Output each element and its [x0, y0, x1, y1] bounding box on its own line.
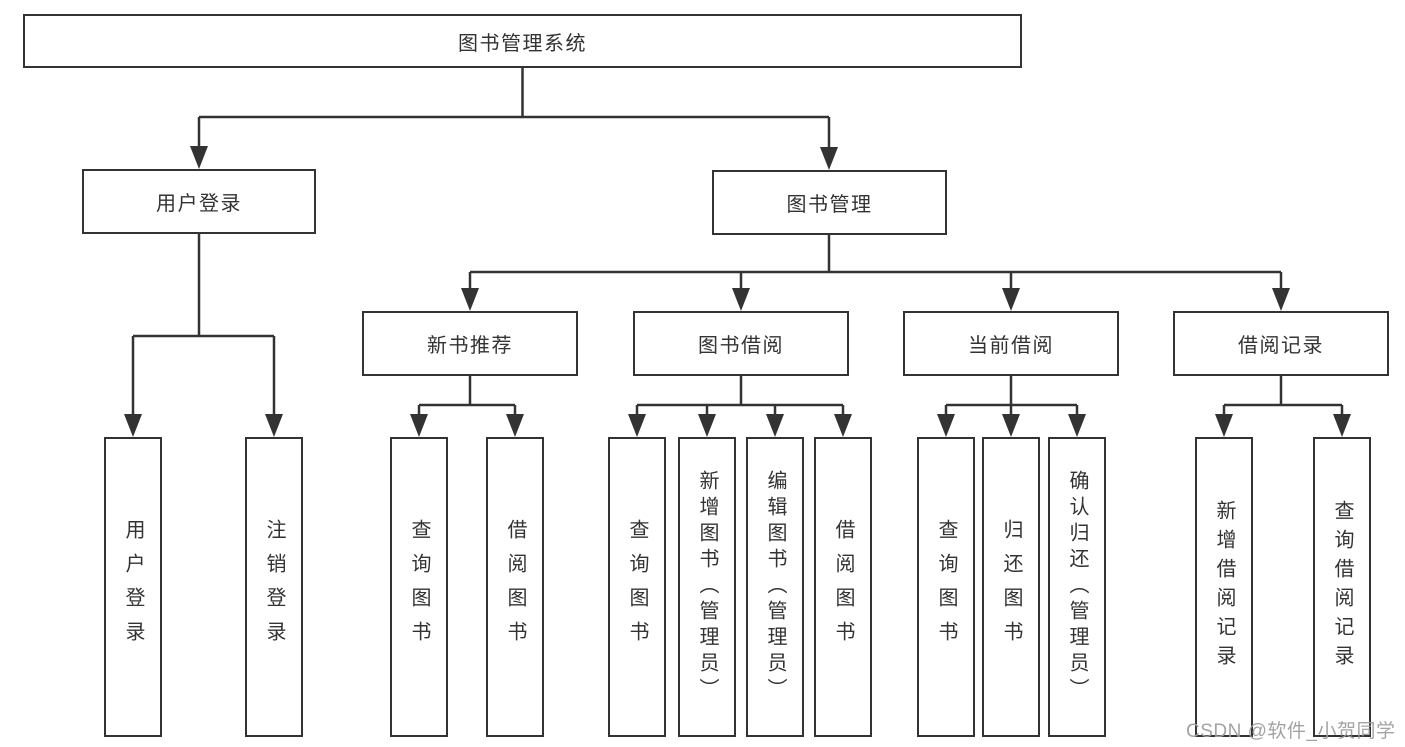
leaf-borrow-books-recommend: 借阅图书: [486, 437, 544, 737]
leaf-add-books-admin-label: 新增图书（管理员）: [696, 470, 718, 704]
leaf-return-books: 归还图书: [982, 437, 1040, 737]
leaf-borrow-books: 借阅图书: [814, 437, 872, 737]
leaf-borrow-books-label: 借阅图书: [832, 519, 854, 655]
node-book-borrow-label: 图书借阅: [698, 335, 784, 357]
node-book-borrow: 图书借阅: [633, 311, 849, 376]
leaf-query-borrow-record-label: 查询借阅记录: [1331, 500, 1353, 674]
leaf-query-books-borrow: 查询图书: [608, 437, 666, 737]
leaf-logout: 注销登录: [245, 437, 303, 737]
leaf-add-borrow-record-label: 新增借阅记录: [1213, 500, 1235, 674]
leaf-confirm-return-admin: 确认归还（管理员）: [1048, 437, 1106, 737]
csdn-watermark: CSDN @软件_小贺同学: [1186, 721, 1396, 742]
leaf-borrow-books-recommend-label: 借阅图书: [504, 519, 526, 655]
leaf-query-books-current-label: 查询图书: [935, 519, 957, 655]
leaf-user-login-label: 用户登录: [122, 519, 144, 655]
node-current-borrow-label: 当前借阅: [968, 335, 1054, 357]
node-new-book-recommend: 新书推荐: [362, 311, 578, 376]
leaf-query-borrow-record: 查询借阅记录: [1313, 437, 1371, 737]
node-user-login-label: 用户登录: [156, 193, 242, 215]
node-library-management-system: 图书管理系统: [23, 14, 1022, 68]
node-library-management-system-label: 图书管理系统: [458, 32, 587, 55]
node-borrow-records: 借阅记录: [1173, 311, 1389, 376]
leaf-user-login: 用户登录: [104, 437, 162, 737]
leaf-query-books-recommend: 查询图书: [390, 437, 448, 737]
leaf-query-books-borrow-label: 查询图书: [626, 519, 648, 655]
leaf-edit-books-admin: 编辑图书（管理员）: [746, 437, 804, 737]
node-book-management: 图书管理: [712, 170, 947, 235]
leaf-add-books-admin: 新增图书（管理员）: [678, 437, 736, 737]
node-current-borrow: 当前借阅: [903, 311, 1119, 376]
node-book-management-label: 图书管理: [786, 194, 873, 216]
leaf-logout-label: 注销登录: [263, 519, 285, 655]
leaf-add-borrow-record: 新增借阅记录: [1195, 437, 1253, 737]
node-new-book-recommend-label: 新书推荐: [427, 335, 513, 357]
leaf-confirm-return-admin-label: 确认归还（管理员）: [1066, 470, 1088, 704]
node-user-login: 用户登录: [82, 169, 316, 234]
leaf-query-books-recommend-label: 查询图书: [408, 519, 430, 655]
leaf-return-books-label: 归还图书: [1000, 519, 1022, 655]
leaf-query-books-current: 查询图书: [917, 437, 975, 737]
node-borrow-records-label: 借阅记录: [1238, 335, 1324, 357]
leaf-edit-books-admin-label: 编辑图书（管理员）: [764, 470, 786, 704]
